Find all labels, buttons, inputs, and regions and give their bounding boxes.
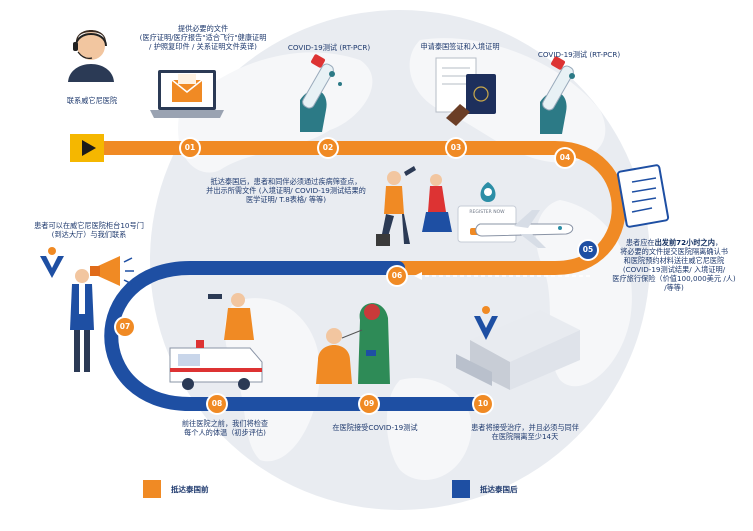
label-temperature-check: 前往医院之前，我们将检查 每个人的体温（初步评估): [160, 419, 290, 437]
passport-icon: [435, 57, 496, 126]
label-provide-documents-line3: / 护照复印件 / 关系证明文件英译): [149, 42, 257, 51]
checklist-icon: [616, 164, 670, 228]
label-submit-line1: 患者应在出发前72小时之内，: [600, 238, 748, 247]
label-arrival-screening: 抵达泰国后，患者和同伴必须通过疾病筛查点， 并出示所需文件 (入境证明/ COV…: [196, 177, 376, 204]
route-before-arrival: [85, 141, 626, 275]
legend-swatch-after: [452, 480, 470, 498]
label-counter-line2: (到达大厅）与我们联系: [51, 230, 127, 239]
hospital-logo-icon: [40, 247, 64, 278]
step-marker-05: 05: [579, 241, 597, 259]
start-play-marker: [70, 134, 104, 162]
label-submit-deadline: 出发前72小时之内: [654, 238, 715, 247]
test-tube-icon: [300, 54, 342, 132]
ambulance-icon: [169, 293, 263, 390]
label-provide-documents: 提供必要的文件 (医疗证明/医疗报告"适合飞行"健康证明 / 护照复印件 / 关…: [118, 24, 288, 51]
label-quarantine-line2: 在医院隔离至少14天: [491, 432, 559, 441]
label-quarantine-line1: 患者将接受治疗，并且必须与同伴: [471, 423, 579, 432]
headset-agent-icon: [68, 30, 114, 82]
register-now-label: REGISTER NOW: [469, 210, 505, 215]
megaphone-icon: [90, 256, 134, 286]
label-submit-line2: 将必要的文件提交医院隔离确认书: [620, 247, 728, 256]
label-pcr-test-2: COVID-19测试 (RT-PCR): [537, 50, 621, 59]
laptop-mail-icon: [150, 70, 224, 118]
travelers-icon: [376, 166, 452, 246]
step-marker-06: 06: [388, 267, 406, 285]
label-submit-line1a: 患者应在: [625, 238, 655, 247]
step-marker-03: 03: [447, 139, 465, 157]
label-submit-line5: 医疗旅行保险（价值100,000美元 /人): [612, 274, 736, 283]
label-arrival-line3: 医学证明/ T.8表格/ 等等): [245, 195, 327, 204]
label-pcr-test-1: COVID-19测试 (RT-PCR): [287, 43, 371, 52]
label-arrival-line2: 并出示所需文件 (入境证明/ COVID-19测试结果的: [206, 186, 366, 195]
label-counter-line1: 患者可以在威它尼医院柜台10号门: [34, 221, 144, 230]
label-covid-test-hospital: 在医院接受COVID-19测试: [332, 423, 418, 432]
label-quarantine: 患者将接受治疗，并且必须与同伴 在医院隔离至少14天: [450, 423, 600, 441]
label-contact-hospital: 联系威它尼医院: [66, 96, 118, 105]
label-check-line1: 前往医院之前，我们将检查: [181, 419, 269, 428]
label-submit-line6: /等等): [664, 283, 684, 292]
airplane-icon: [457, 182, 574, 248]
label-check-line2: 每个人的体温（初步评估): [184, 428, 266, 437]
label-submit-line3: 和医院预约材料送往威它尼医院: [623, 256, 725, 265]
label-submit-line1c: ，: [714, 238, 723, 247]
route-arrow-head: [414, 272, 422, 280]
label-submit-line4: (COVID-19测试结果/ 入境证明/: [622, 265, 726, 274]
label-hospital-counter: 患者可以在威它尼医院柜台10号门 (到达大厅）与我们联系: [14, 221, 164, 239]
route-after-arrival: [104, 261, 492, 411]
step-marker-04: 04: [556, 149, 574, 167]
doctor-icon: [70, 269, 94, 372]
label-arrival-line1: 抵达泰国后，患者和同伴必须通过疾病筛查点，: [210, 177, 362, 186]
label-provide-documents-line2: (医疗证明/医疗报告"适合飞行"健康证明: [139, 33, 267, 42]
label-apply-visa: 申请泰国签证和入境证明: [420, 42, 500, 51]
step-marker-09: 09: [360, 395, 378, 413]
legend-label-after: 抵达泰国后: [480, 485, 518, 494]
step-marker-01: 01: [181, 139, 199, 157]
label-provide-documents-line1: 提供必要的文件: [177, 24, 229, 33]
legend-label-before: 抵达泰国前: [171, 485, 209, 494]
label-submit-documents: 患者应在出发前72小时之内， 将必要的文件提交医院隔离确认书 和医院预约材料送往…: [600, 238, 748, 292]
step-marker-10: 10: [474, 395, 492, 413]
step-marker-02: 02: [319, 139, 337, 157]
step-marker-08: 08: [208, 395, 226, 413]
test-tube-icon: [540, 56, 575, 134]
legend-swatch-before: [143, 480, 161, 498]
step-marker-07: 07: [116, 318, 134, 336]
swab-test-icon: [316, 303, 390, 384]
hospital-building-icon: [456, 306, 580, 390]
